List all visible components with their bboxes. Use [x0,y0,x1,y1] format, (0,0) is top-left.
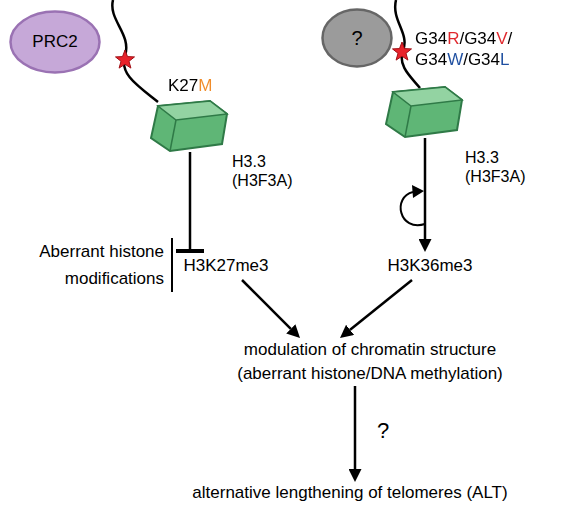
nucleosome: H3.3 (H3F3A) [150,100,228,152]
ellipse-shape [323,10,392,67]
nucleosome-edge [405,106,411,137]
nucleosome-outline [385,86,463,138]
arrow-connector [350,280,412,330]
node-text: alternative lengthening of telomeres (AL… [192,482,507,504]
node-text: ? [351,27,362,49]
node-text: H3.3 (H3F3A) [465,148,539,186]
arrow-connector [354,386,357,469]
feedback-loop-arrow [401,192,425,225]
mutation-star [393,42,412,60]
outcome-text: alternative lengthening of telomeres (AL… [140,482,560,504]
inhibition-connector [189,152,192,252]
nucleosome: H3.3 (H3F3A) [385,86,463,138]
node-text: modulation of chromatin structure (aberr… [215,338,525,386]
histone-tail [112,0,158,102]
arrow-connector [242,280,291,329]
nucleosome-face [158,101,227,120]
node-text: H3K27me3 [183,255,268,277]
edge-label: ? [377,420,389,442]
node-text: H3K36me3 [387,255,472,277]
nucleosome-face [393,87,462,106]
nucleosome-body [151,101,227,151]
node-text: PRC2 [32,31,77,53]
feedback-loop-head [412,185,424,198]
node-text: H3.3 (H3F3A) [232,152,306,190]
arrow-connector [424,138,427,239]
category-label: Aberrant histone modifications [8,238,164,292]
mutation-label: K27M [168,75,228,97]
histone-mark-label: H3K27me3 [180,252,272,280]
histone-mark-label: H3K36me3 [382,252,478,280]
mutation-star [116,50,135,68]
ellipse-shape [11,12,100,73]
mutation-label: G34R/G34V/ G34W/G34L [415,28,519,70]
unknown-protein-ellipse: ? [321,8,393,68]
nucleosome-outline [150,100,228,152]
bracket-bar [171,238,173,292]
nucleosome-edge [170,120,176,151]
process-text: modulation of chromatin structure (aberr… [215,338,525,386]
nucleosome-body [386,87,462,137]
protein-complex-ellipse: PRC2 [9,10,101,74]
